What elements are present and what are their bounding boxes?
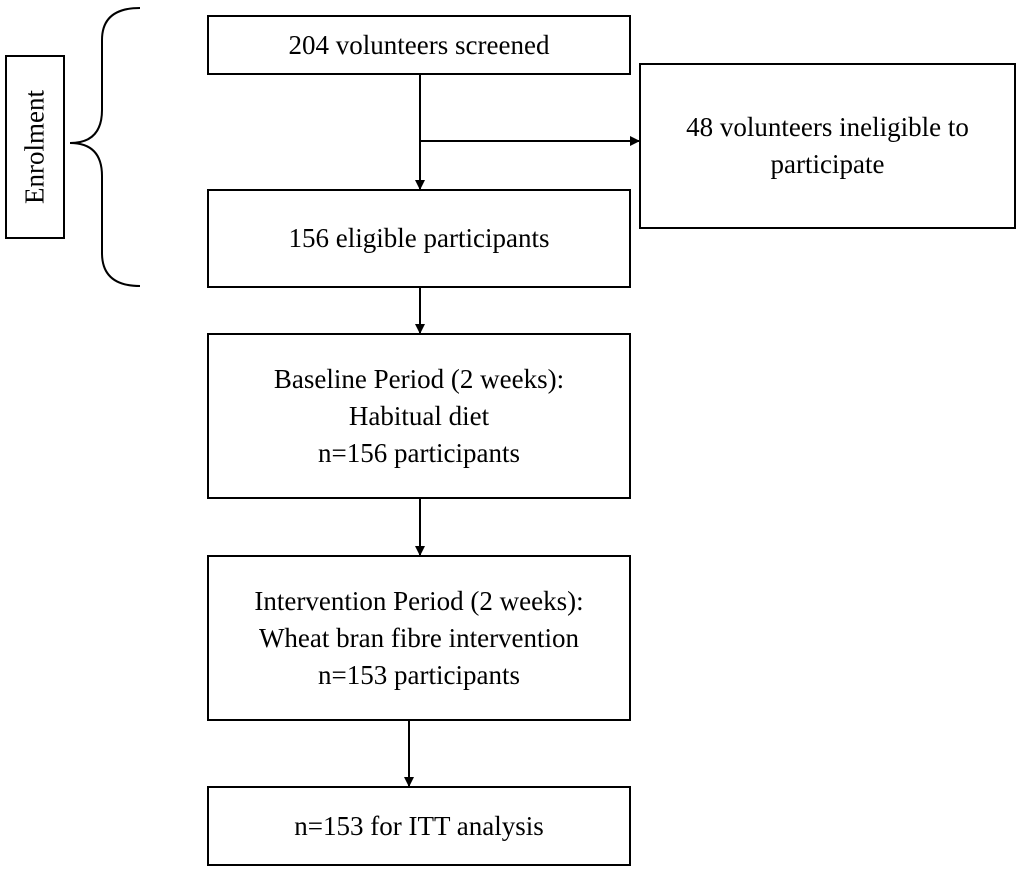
- eligible-text: 156 eligible participants: [288, 223, 550, 253]
- screened-text: 204 volunteers screened: [288, 29, 550, 60]
- ineligible-text-line-2: participate: [770, 149, 885, 179]
- baseline-count: n=156 participants: [318, 437, 520, 468]
- screened-box: 204 volunteers screened: [207, 15, 631, 75]
- ineligible-text-line-1: 48 volunteers ineligible to: [686, 112, 969, 142]
- baseline-diet: Habitual diet: [348, 400, 490, 431]
- eligible-box: 156 eligible participants: [207, 189, 631, 288]
- ineligible-box: 48 volunteers ineligible to participate: [639, 63, 1016, 229]
- intervention-count: n=153 participants: [318, 659, 520, 690]
- itt-analysis-box: n=153 for ITT analysis: [207, 786, 631, 866]
- baseline-box: Baseline Period (2 weeks): Habitual diet…: [207, 333, 631, 499]
- intervention-description: Wheat bran fibre intervention: [258, 622, 580, 653]
- enrolment-stage-box: Enrolment: [5, 55, 65, 239]
- intervention-box: Intervention Period (2 weeks): Wheat bra…: [207, 555, 631, 721]
- enrolment-brace: [69, 7, 141, 287]
- intervention-title: Intervention Period (2 weeks):: [254, 585, 584, 616]
- enrolment-stage-label: Enrolment: [19, 90, 50, 204]
- itt-analysis-text: n=153 for ITT analysis: [294, 810, 544, 841]
- baseline-title: Baseline Period (2 weeks):: [273, 363, 565, 394]
